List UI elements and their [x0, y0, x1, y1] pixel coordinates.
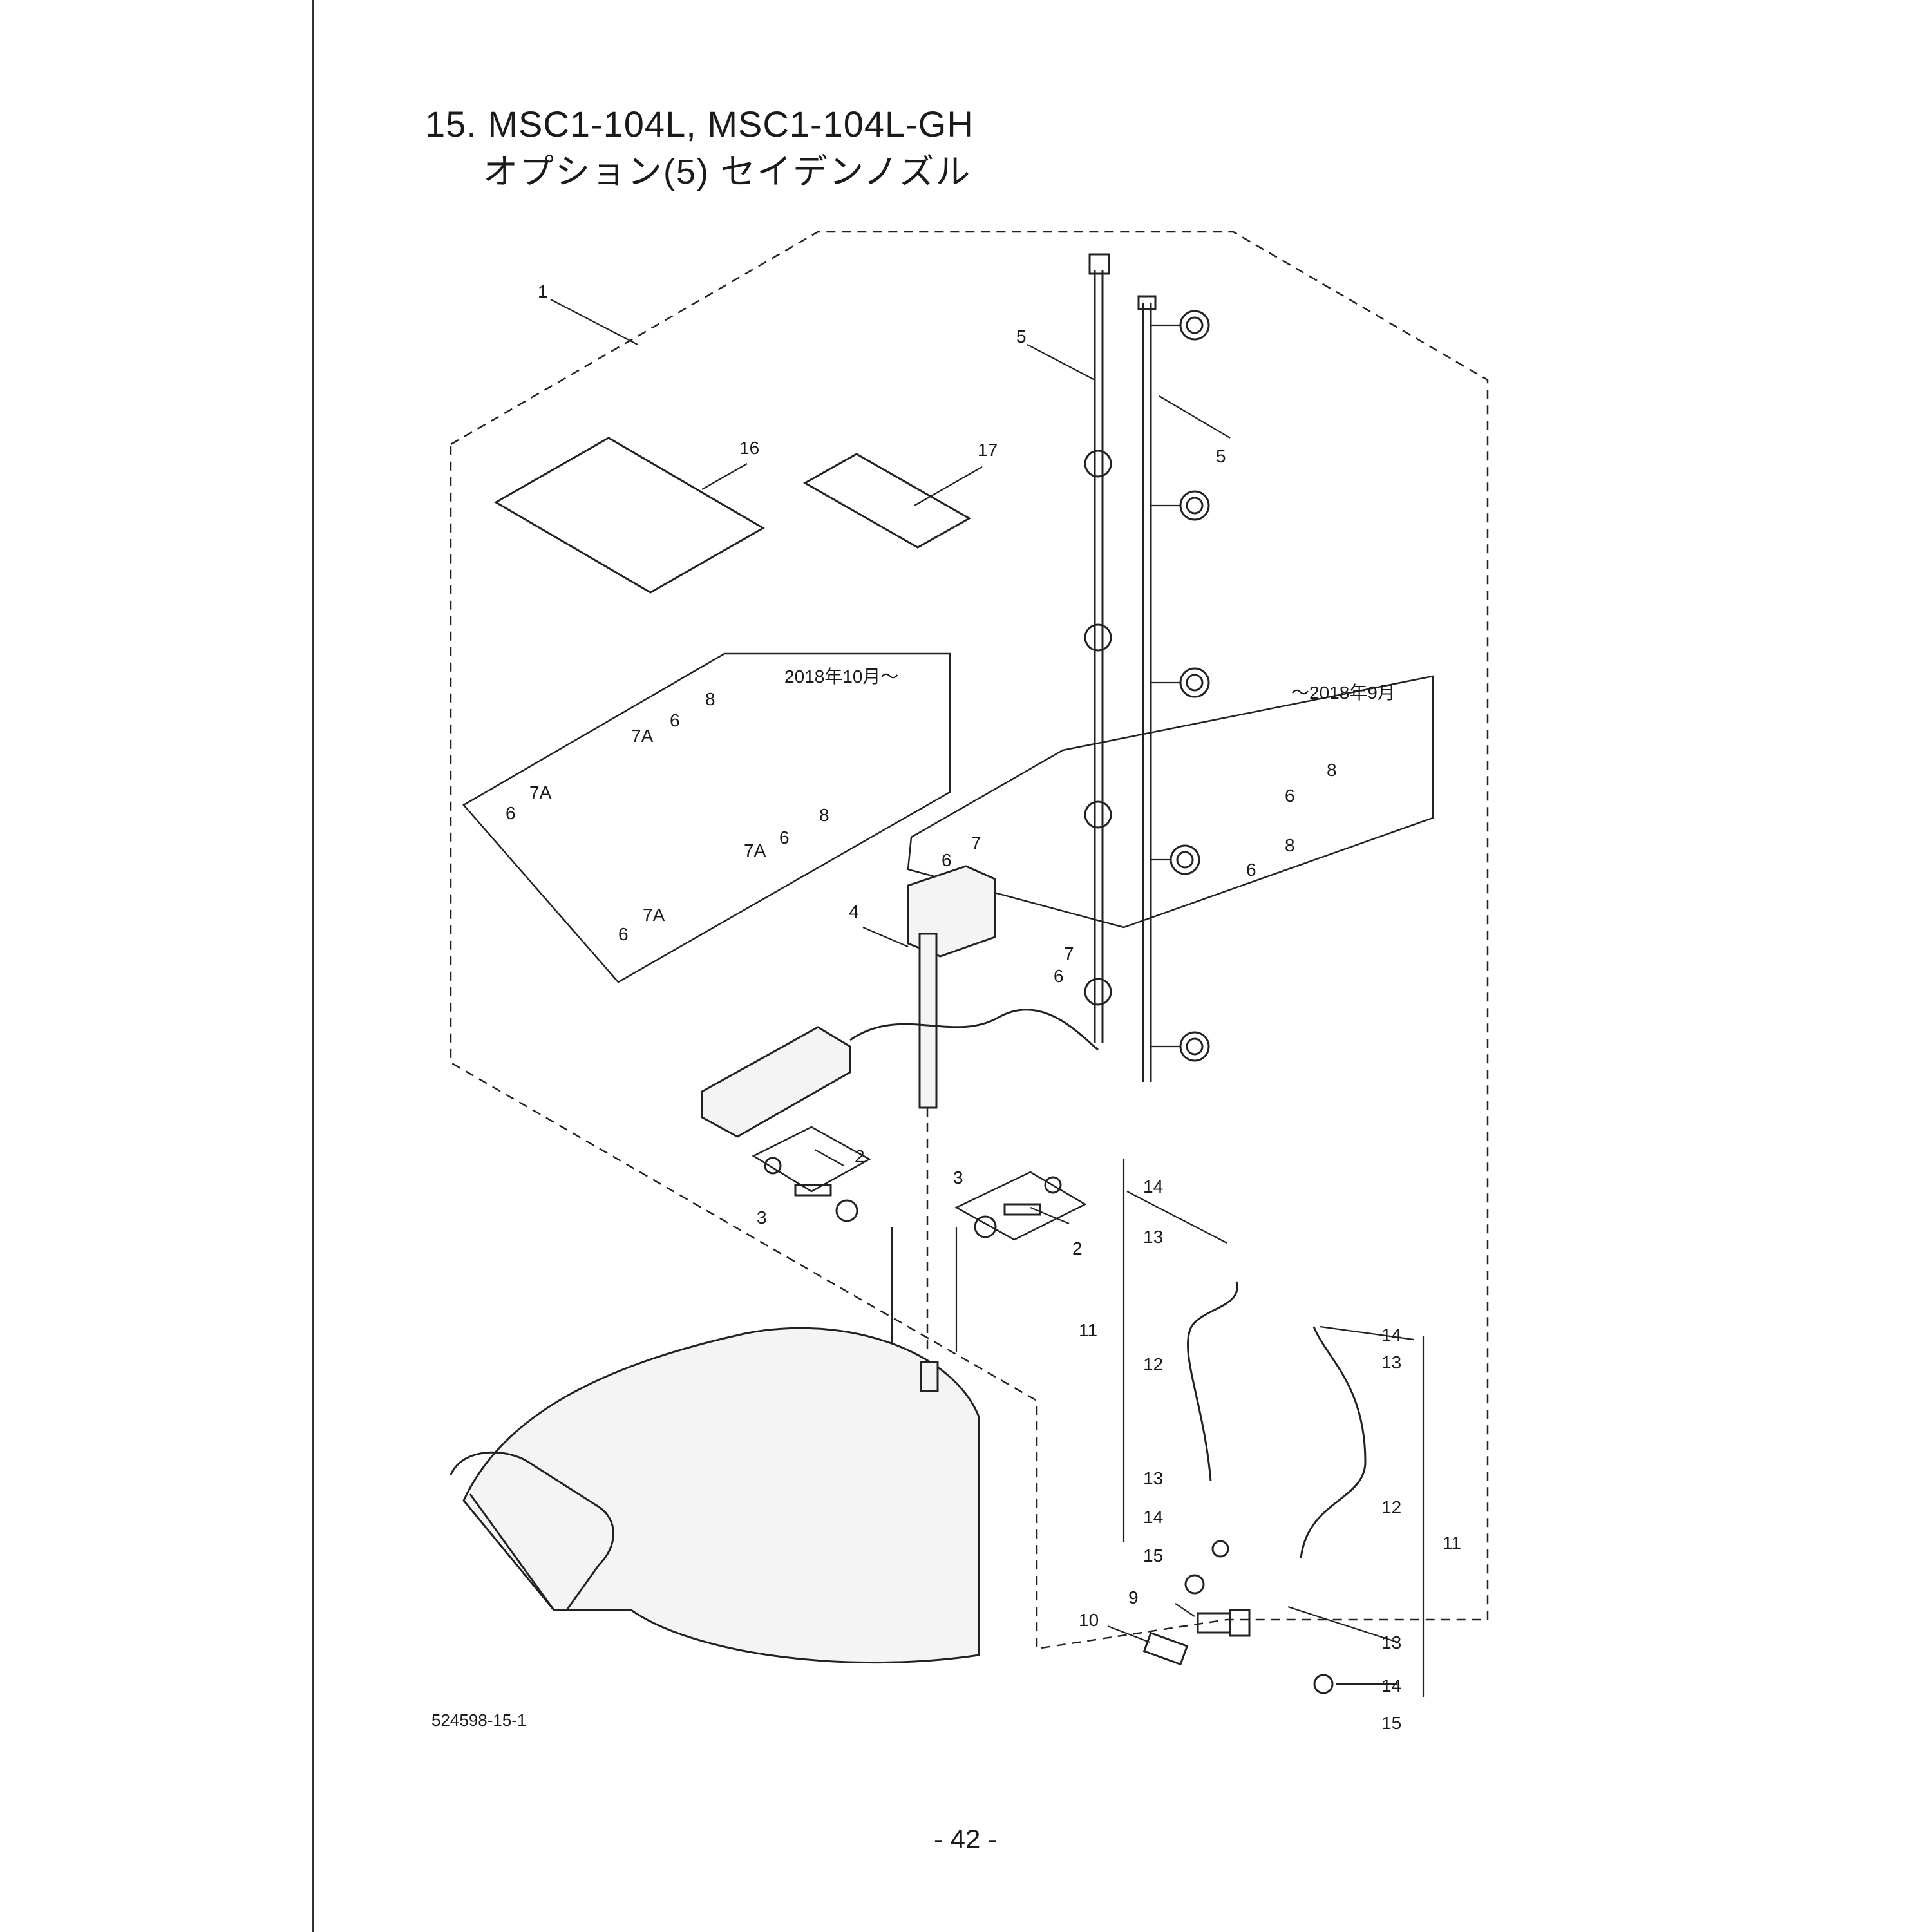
callout-7-old-top: 7 — [971, 833, 981, 853]
decal-17 — [802, 453, 972, 549]
callout-6-new-bottom: 6 — [618, 924, 629, 944]
callout-8-old-mid: 8 — [1285, 835, 1295, 855]
hose-left — [1186, 1281, 1238, 1482]
callout-7a-new-bottom: 7A — [643, 905, 665, 925]
callout-5-right: 5 — [1216, 446, 1226, 466]
controller-box — [701, 1026, 851, 1138]
callout-14-left-top: 14 — [1143, 1177, 1163, 1197]
callout-12-left: 12 — [1143, 1354, 1163, 1374]
callout-6-old-bottom: 6 — [1054, 966, 1064, 986]
callout-6-new-right: 6 — [779, 828, 790, 848]
callout-14-right-bottom: 14 — [1381, 1676, 1401, 1696]
callout-3-left: 3 — [757, 1208, 767, 1227]
kit-outline — [450, 231, 1489, 1650]
page-frame — [312, 0, 1932, 1932]
callout-7a-new-top: 7A — [631, 726, 654, 746]
callout-7a-new-right: 7A — [744, 840, 766, 860]
inset-old-frame — [907, 675, 1434, 929]
fitting-set-left — [764, 1157, 858, 1222]
decal-16 — [494, 437, 765, 594]
diagram-subtitle: オプション(5) セイデンノズル — [483, 153, 972, 191]
callout-11-left: 11 — [1079, 1320, 1097, 1340]
callout-7-old-bottom: 7 — [1064, 943, 1074, 963]
callout-6-new-top: 6 — [670, 710, 680, 730]
callout-7a-new-left: 7A — [529, 782, 552, 802]
fitting-set-right — [974, 1176, 1062, 1238]
callout-9: 9 — [1128, 1587, 1139, 1607]
controller-cable — [849, 1009, 1099, 1051]
callout-6-old-mid: 6 — [1246, 860, 1256, 880]
variant-old-label: ～2018年9月 — [1291, 683, 1396, 703]
callout-14-right-top: 14 — [1381, 1325, 1401, 1345]
quick-coupler-10 — [1142, 1631, 1189, 1666]
diagram-title: 15. MSC1-104L, MSC1-104L-GH — [425, 104, 974, 144]
callout-13-right-top: 13 — [1381, 1352, 1401, 1372]
callout-6-old-top: 6 — [1285, 786, 1295, 806]
callout-8-old-top: 8 — [1327, 760, 1337, 780]
cover-post-stub — [920, 1361, 939, 1392]
document-number: 524598-15-1 — [431, 1710, 527, 1730]
inset-new-frame — [462, 652, 951, 983]
page-number: - 42 - — [934, 1824, 998, 1854]
leader-lines — [550, 299, 1414, 1685]
callout-15-right: 15 — [1381, 1713, 1401, 1733]
callout-8-new-mid: 8 — [819, 805, 829, 825]
variant-new-label: 2018年10月～ — [784, 667, 898, 687]
callout-2-left: 2 — [855, 1146, 865, 1166]
callout-6-new-left: 6 — [506, 803, 516, 823]
tee-fitting-9 — [1197, 1609, 1251, 1637]
callout-4: 4 — [849, 902, 859, 922]
machine-cover — [462, 1327, 980, 1664]
callout-17: 17 — [978, 440, 998, 460]
callout-8-new-top: 8 — [705, 689, 715, 709]
callout-13-left-top: 13 — [1143, 1227, 1163, 1247]
callout-3-right: 3 — [953, 1168, 963, 1188]
nozzle-boom-assembly — [1084, 253, 1210, 1082]
callout-2-right: 2 — [1072, 1238, 1083, 1258]
mount-post — [918, 933, 938, 1109]
callout-10: 10 — [1079, 1610, 1099, 1630]
callout-6-old-left: 6 — [942, 850, 952, 870]
callout-16: 16 — [739, 438, 759, 458]
callout-12-right: 12 — [1381, 1497, 1401, 1517]
callout-5-left: 5 — [1016, 327, 1027, 346]
hose-right — [1300, 1326, 1367, 1559]
callout-labels: 1 5 5 16 17 2018年10月～ 8 6 7A 8 7A 6 6 7A… — [506, 281, 1461, 1733]
callout-1: 1 — [538, 281, 548, 301]
callout-11-right: 11 — [1443, 1533, 1461, 1553]
machine-handle — [450, 1451, 614, 1611]
callout-14-left-bottom: 14 — [1143, 1507, 1163, 1527]
callout-13-right-bottom: 13 — [1381, 1633, 1401, 1653]
callout-15-left: 15 — [1143, 1546, 1163, 1566]
callout-13-left-bottom: 13 — [1143, 1468, 1163, 1488]
